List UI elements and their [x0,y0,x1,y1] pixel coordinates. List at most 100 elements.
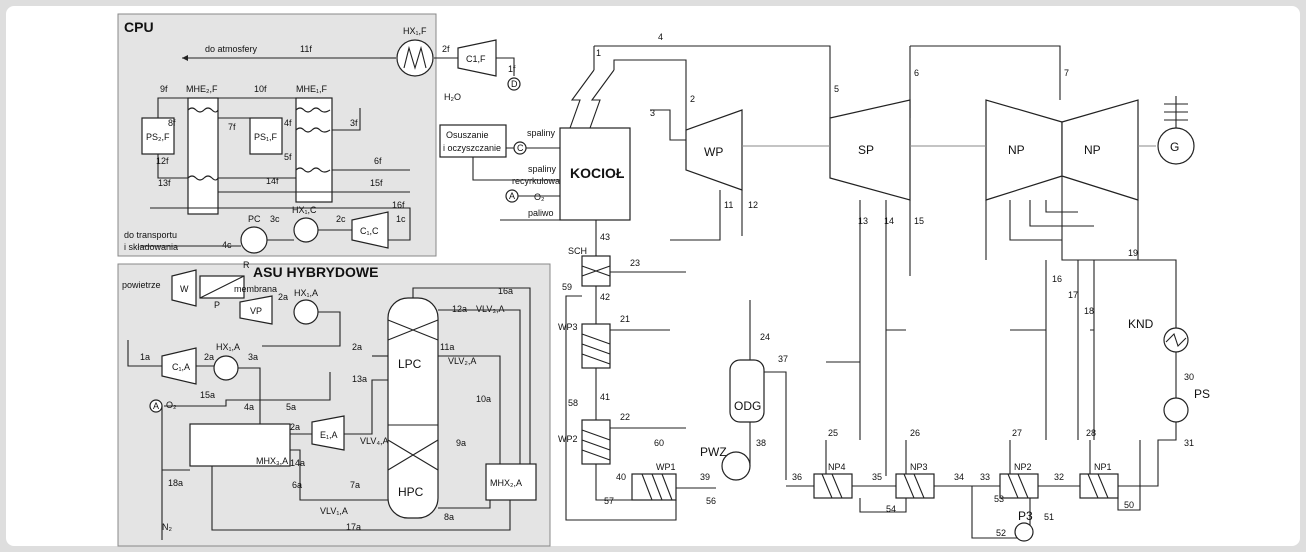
stream-34: 34 [954,472,964,482]
stream-2: 2 [690,94,695,104]
fuel-label: paliwo [528,208,554,218]
pwz-label: PWZ [700,445,727,459]
np-label-2: NP [1084,143,1101,157]
recirc-label-1: spaliny [528,164,557,174]
lpc-label: LPC [398,357,422,371]
mhe1-label: MHE₁,F [296,84,328,94]
air-label: powietrze [122,280,161,290]
p-label: P [214,300,220,310]
stream-11f: 11f [300,44,312,54]
stream-18: 18 [1084,306,1094,316]
stream-3c: 3c [270,214,280,224]
stream-26: 26 [910,428,920,438]
stream-40: 40 [616,472,626,482]
hx1a-label: HX₁,A [216,342,240,352]
stream-5f: 5f [284,152,292,162]
c1a-label: C₁,A [172,362,190,372]
h2o-label: H₂O [444,92,461,102]
stream-21: 21 [620,314,630,324]
p3-label: P3 [1018,509,1033,523]
stream-7: 7 [1064,68,1069,78]
knd-label: KND [1128,317,1154,331]
stream-58: 58 [568,398,578,408]
stream-4: 4 [658,32,663,42]
stream-3f: 3f [350,118,358,128]
stream-7f: 7f [228,122,236,132]
np-label-1: NP [1008,143,1025,157]
ps2-label: PS₂,F [146,132,170,142]
stream-59: 59 [562,282,572,292]
stream-1: 1 [596,48,601,58]
stream-14f: 14f [266,176,279,186]
stream-2f: 2f [442,44,450,54]
vlv1-label: VLV₁,A [320,506,348,516]
stream-41: 41 [600,392,610,402]
odg-label: ODG [734,399,761,413]
stream-16f: 16f [392,200,405,210]
pc-label: PC [248,214,261,224]
np2-label: NP2 [1014,462,1032,472]
stream-14: 14 [884,216,894,226]
stream-18a: 18a [168,478,183,488]
transport-label-2: i składowania [124,242,178,252]
hx1f-exchanger [397,40,433,76]
a-label-asu: A [153,401,159,411]
sch-label: SCH [568,246,587,256]
o2-label-asu: O₂ [166,400,177,410]
stream-4f: 4f [284,118,292,128]
stream-54: 54 [886,504,896,514]
vlv3-label: VLV₃,A [476,304,505,314]
np4-label: NP4 [828,462,846,472]
stream-57: 57 [604,496,614,506]
hx1a-top-label: HX₁,A [294,288,318,298]
membrane-label: membrana [234,284,277,294]
stream-2c: 2c [336,214,346,224]
stream-51: 51 [1044,512,1054,522]
stream-42: 42 [600,292,610,302]
pc-pump [241,227,267,253]
stream-53: 53 [994,494,1004,504]
np3-label: NP3 [910,462,928,472]
vlv4-label: VLV₄,A [360,436,389,446]
stream-2a-a: 2a [278,292,288,302]
stream-32: 32 [1054,472,1064,482]
stream-4c: 4c [222,240,232,250]
stream-3a: 3a [248,352,258,362]
stream-22: 22 [620,412,630,422]
stream-1c: 1c [396,214,406,224]
stream-23: 23 [630,258,640,268]
stream-17a: 17a [346,522,361,532]
stream-35: 35 [872,472,882,482]
vlv2-label: VLV₂,A [448,356,476,366]
stream-38: 38 [756,438,766,448]
stream-6: 6 [914,68,919,78]
stream-15f: 15f [370,178,383,188]
np1-label: NP1 [1094,462,1112,472]
c1f-label: C1,F [466,54,486,64]
wp2-label: WP2 [558,434,578,444]
c1c-label: C₁,C [360,226,379,236]
hx1c-exchanger [294,218,318,242]
transport-label-1: do transportu [124,230,177,240]
stream-37: 37 [778,354,788,364]
stream-8f: 8f [168,118,176,128]
cpu-atm-label: do atmosfery [205,44,258,54]
stream-30: 30 [1184,372,1194,382]
ps-pump [1164,398,1188,422]
stream-1a: 1a [140,352,150,362]
mhe2-exchanger [188,98,218,214]
w-label: W [180,284,189,294]
stream-60: 60 [654,438,664,448]
stream-9f: 9f [160,84,168,94]
stream-6f: 6f [374,156,382,166]
stream-56: 56 [706,496,716,506]
stream-11a: 11a [440,342,454,352]
sp-label: SP [858,143,874,157]
stream-27: 27 [1012,428,1022,438]
fluegas-label: spaliny [527,128,556,138]
stream-7a: 7a [350,480,360,490]
stream-9a: 9a [456,438,466,448]
stream-52: 52 [996,528,1006,538]
stream-2a-d: 2a [352,342,362,352]
